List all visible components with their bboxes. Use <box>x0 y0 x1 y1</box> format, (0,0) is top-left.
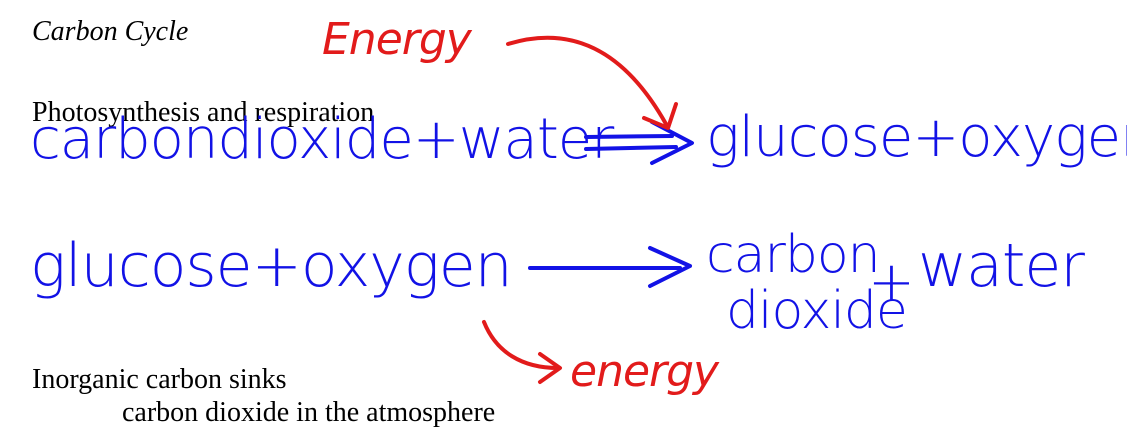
energy-in-arrow <box>506 35 678 130</box>
slide-title: Carbon Cycle <box>32 16 189 47</box>
photosynthesis-arrow <box>584 120 694 165</box>
respiration-product-carbon: carbon <box>706 225 881 285</box>
respiration-product-water: water <box>918 231 1085 301</box>
energy-annotation-top: Energy <box>322 14 472 65</box>
photosynthesis-reactants: carbondioxide+water <box>30 107 614 172</box>
ink-annotations <box>482 35 694 384</box>
slide-subtitle: Photosynthesis and respiration <box>32 97 375 128</box>
respiration-reactants: glucose+oxygen <box>30 231 513 301</box>
energy-out-arrow <box>482 320 562 384</box>
energy-annotation-bottom: energy <box>570 346 719 397</box>
photosynthesis-products: glucose+oxygen <box>706 105 1127 170</box>
respiration-arrow <box>528 246 692 288</box>
respiration-product-dioxide: dioxide <box>726 281 908 341</box>
respiration-plus-sign: + <box>868 250 915 315</box>
section-heading: Inorganic carbon sinks <box>32 364 287 395</box>
